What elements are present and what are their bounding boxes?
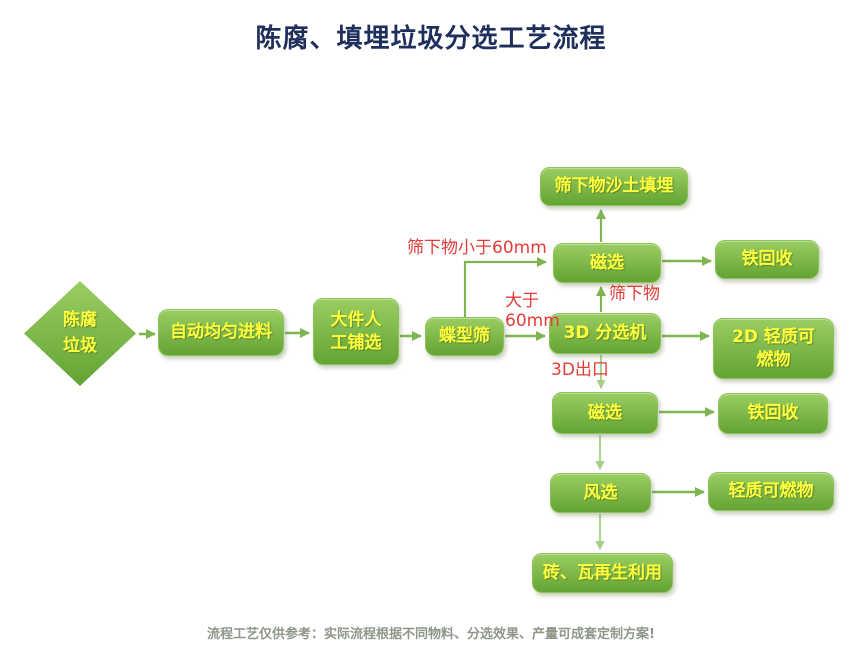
edge-label-screen-under: 筛下物 — [609, 284, 660, 304]
edge-label-outlet-3d: 3D出口 — [551, 360, 609, 380]
node-light-fuel: 轻质可燃物 — [708, 472, 834, 511]
edge-label-under-60: 筛下物小于60mm — [407, 238, 547, 258]
node-feed: 自动均匀进料 — [158, 309, 284, 356]
node-brick-reuse: 砖、瓦再生利用 — [532, 553, 673, 593]
footer-note: 流程工艺仅供参考：实际流程根据不同物料、分选效果、产量可成套定制方案! — [207, 627, 655, 642]
node-air-sorter: 风选 — [550, 473, 651, 513]
node-disc-screen: 蝶型筛 — [425, 317, 504, 356]
node-magnet2: 磁选 — [552, 392, 658, 434]
page-title: 陈腐、填埋垃圾分选工艺流程 — [255, 24, 607, 54]
node-light-2d: 2D 轻质可 燃物 — [713, 318, 834, 379]
node-iron1: 铁回收 — [715, 240, 819, 279]
node-sorter-3d: 3D 分选机 — [549, 313, 661, 354]
arrow-screen-to-magnet1 — [463, 257, 547, 317]
node-magnet1: 磁选 — [553, 243, 661, 283]
node-iron2: 铁回收 — [718, 393, 828, 434]
node-manual-pick: 大件人 工铺选 — [313, 298, 399, 365]
edge-label-over-60: 大于 60mm — [505, 291, 560, 331]
node-landfill: 筛下物沙土填埋 — [540, 167, 688, 206]
